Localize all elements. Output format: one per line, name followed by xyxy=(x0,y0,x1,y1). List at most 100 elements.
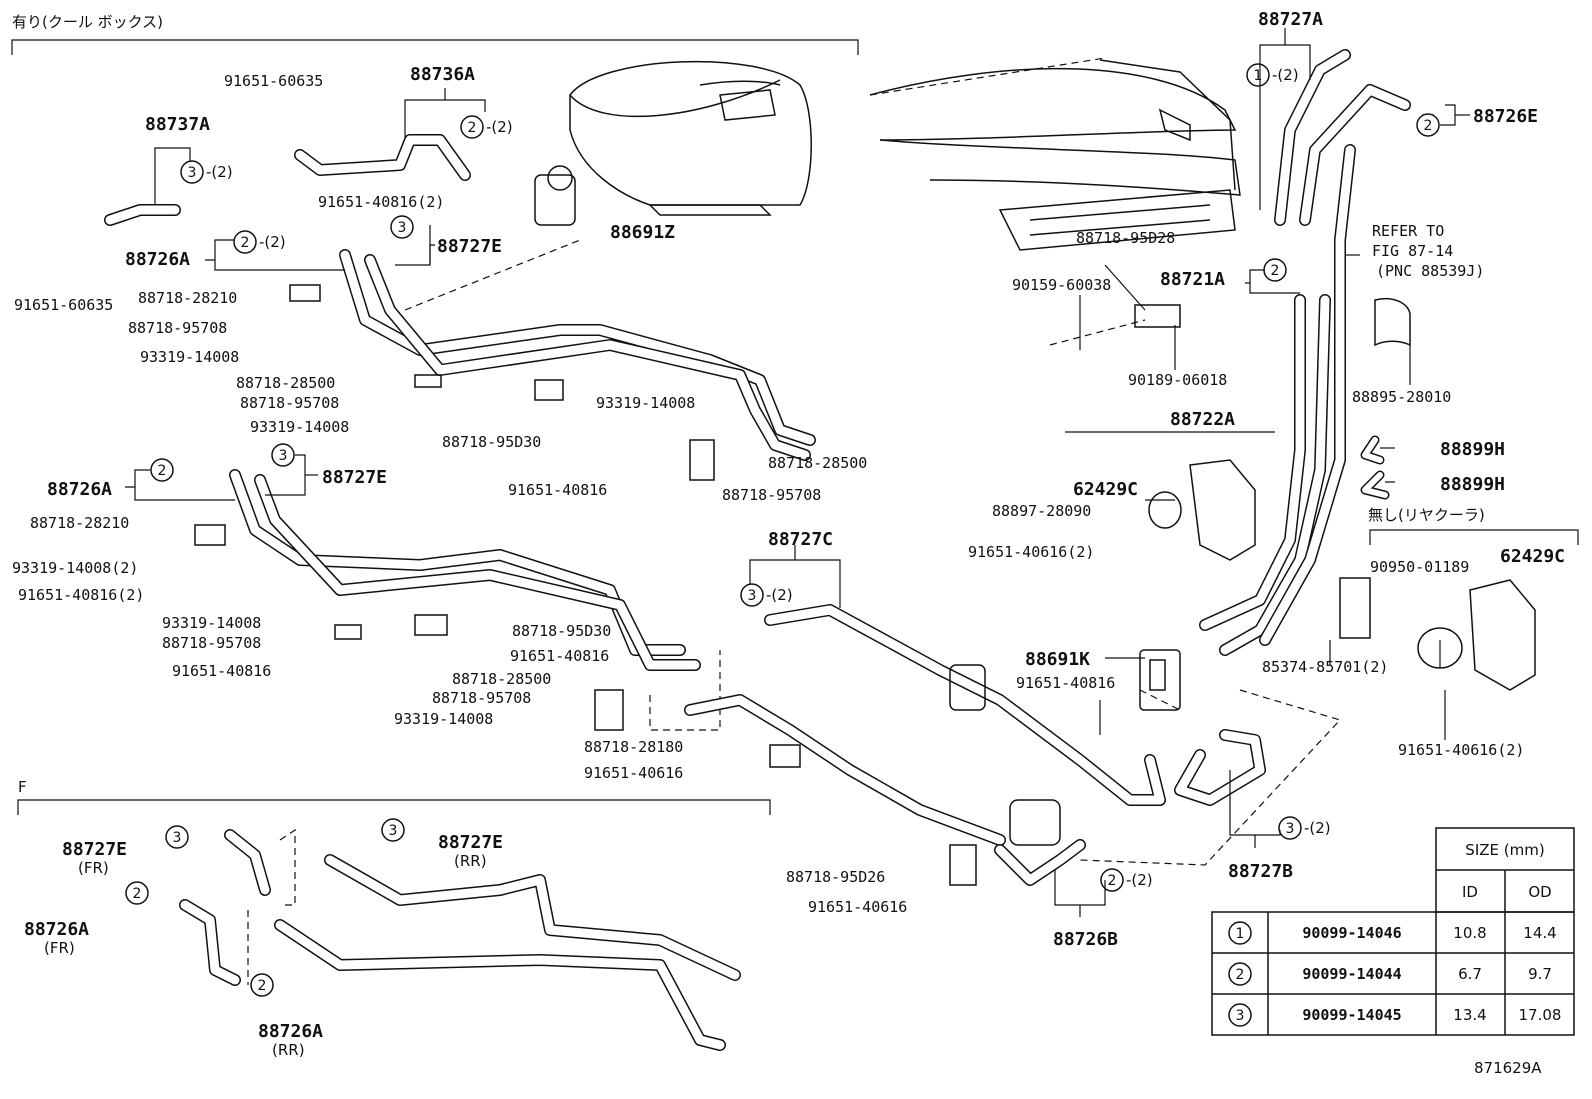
svg-text:93319-14008: 93319-14008 xyxy=(250,418,349,436)
svg-text:2: 2 xyxy=(1108,873,1117,889)
svg-text:88726E: 88726E xyxy=(1473,106,1538,127)
svg-text:88727A: 88727A xyxy=(1258,9,1323,30)
svg-text:-(2): -(2) xyxy=(1304,819,1331,837)
svg-text:91651-40816(2): 91651-40816(2) xyxy=(18,586,144,604)
svg-text:(PNC 88539J): (PNC 88539J) xyxy=(1376,262,1484,280)
svg-text:88727E: 88727E xyxy=(437,236,502,257)
svg-text:88895-28010: 88895-28010 xyxy=(1352,388,1451,406)
svg-text:88899H: 88899H xyxy=(1440,474,1505,495)
svg-text:3: 3 xyxy=(188,165,197,181)
svg-text:88718-95708: 88718-95708 xyxy=(432,689,531,707)
pipe-routing xyxy=(104,49,1411,1051)
svg-text:88718-95708: 88718-95708 xyxy=(128,319,227,337)
svg-text:2: 2 xyxy=(133,886,142,902)
circle-2-h: 2 xyxy=(250,973,274,997)
circle-3-c: 3 xyxy=(271,443,295,467)
section-f-label: F xyxy=(18,778,27,796)
svg-text:93319-14008(2): 93319-14008(2) xyxy=(12,559,138,577)
circle-3-e: 3 xyxy=(1278,816,1302,840)
svg-text:88718-28180: 88718-28180 xyxy=(584,738,683,756)
svg-text:91651-40816: 91651-40816 xyxy=(508,481,607,499)
svg-text:93319-14008: 93319-14008 xyxy=(162,614,261,632)
svg-text:2: 2 xyxy=(468,120,477,136)
svg-text:3: 3 xyxy=(279,448,288,464)
svg-text:91651-40616: 91651-40616 xyxy=(584,764,683,782)
circle-3-f: 3 xyxy=(165,825,189,849)
connection-dash-lines xyxy=(247,239,1342,985)
svg-text:2: 2 xyxy=(258,978,267,994)
circle-3-g: 3 xyxy=(381,818,405,842)
svg-text:REFER TO: REFER TO xyxy=(1372,222,1444,240)
svg-text:13.4: 13.4 xyxy=(1453,1006,1486,1024)
table-row-1: 1 90099-14046 10.8 14.4 xyxy=(1228,921,1557,945)
svg-text:91651-40616: 91651-40616 xyxy=(808,898,907,916)
big-part-labels: 88736A 88737A 88726A 88727E 88691Z 88726… xyxy=(24,9,1565,1059)
svg-text:90159-60038: 90159-60038 xyxy=(1012,276,1111,294)
svg-text:3: 3 xyxy=(748,588,757,604)
svg-text:88726B: 88726B xyxy=(1053,929,1118,950)
cool-box-bracket: 有り(クール ボックス) xyxy=(11,13,859,55)
svg-text:88718-95708: 88718-95708 xyxy=(162,634,261,652)
svg-text:(RR): (RR) xyxy=(272,1041,305,1059)
svg-text:(FR): (FR) xyxy=(44,939,75,957)
svg-text:88737A: 88737A xyxy=(145,114,210,135)
svg-text:88736A: 88736A xyxy=(410,64,475,85)
svg-text:88718-28500: 88718-28500 xyxy=(236,374,335,392)
svg-text:90099-14046: 90099-14046 xyxy=(1302,924,1401,942)
table-row-3: 3 90099-14045 13.4 17.08 xyxy=(1228,1003,1562,1027)
svg-text:88727E: 88727E xyxy=(322,467,387,488)
svg-text:88727E: 88727E xyxy=(438,832,503,853)
svg-text:88726A: 88726A xyxy=(24,919,89,940)
table-row-2: 2 90099-14044 6.7 9.7 xyxy=(1228,962,1552,986)
svg-text:90950-01189: 90950-01189 xyxy=(1370,558,1469,576)
svg-text:93319-14008: 93319-14008 xyxy=(596,394,695,412)
svg-text:-(2): -(2) xyxy=(1272,66,1299,84)
svg-text:91651-40816: 91651-40816 xyxy=(1016,674,1115,692)
svg-text:9.7: 9.7 xyxy=(1528,965,1552,983)
svg-text:88727C: 88727C xyxy=(768,529,833,550)
svg-text:88718-28500: 88718-28500 xyxy=(768,454,867,472)
svg-text:90099-14044: 90099-14044 xyxy=(1302,965,1401,983)
svg-text:2: 2 xyxy=(1271,263,1280,279)
svg-text:88727E: 88727E xyxy=(62,839,127,860)
svg-text:3: 3 xyxy=(389,823,398,839)
svg-text:91651-60635: 91651-60635 xyxy=(224,72,323,90)
svg-text:88691Z: 88691Z xyxy=(610,222,675,243)
svg-text:3: 3 xyxy=(173,830,182,846)
circle-2-d: 2 xyxy=(1100,868,1124,892)
svg-text:91651-40816: 91651-40816 xyxy=(510,647,609,665)
section-no-rear-cooler-label: 無し(リヤクーラ) xyxy=(1368,506,1485,524)
svg-text:91651-40616(2): 91651-40616(2) xyxy=(1398,741,1524,759)
svg-text:14.4: 14.4 xyxy=(1523,924,1556,942)
svg-text:88718-95D26: 88718-95D26 xyxy=(786,868,885,886)
svg-text:91651-60635: 91651-60635 xyxy=(14,296,113,314)
svg-text:-(2): -(2) xyxy=(766,586,793,604)
svg-text:88718-28500: 88718-28500 xyxy=(452,670,551,688)
svg-text:2: 2 xyxy=(158,463,167,479)
svg-text:91651-40816(2): 91651-40816(2) xyxy=(318,193,444,211)
svg-text:88722A: 88722A xyxy=(1170,409,1235,430)
circle-markers: 3 2 3 2 3 2 3 2 3 1 2 2 3 3 2 2 xyxy=(125,63,1440,997)
svg-text:(RR): (RR) xyxy=(454,852,487,870)
table-header-od: OD xyxy=(1528,883,1551,901)
svg-text:FIG 87-14: FIG 87-14 xyxy=(1372,242,1453,260)
circle-2-b: 2 xyxy=(233,230,257,254)
svg-text:17.08: 17.08 xyxy=(1519,1006,1562,1024)
leader-lines xyxy=(125,28,1470,917)
circle-2-c: 2 xyxy=(150,458,174,482)
section-cool-box-label: 有り(クール ボックス) xyxy=(12,13,163,31)
circle-2-g: 2 xyxy=(125,881,149,905)
svg-text:88718-95D30: 88718-95D30 xyxy=(442,433,541,451)
svg-text:6.7: 6.7 xyxy=(1458,965,1482,983)
svg-text:90099-14045: 90099-14045 xyxy=(1302,1006,1401,1024)
svg-text:-(2): -(2) xyxy=(259,233,286,251)
refer-note: REFER TO FIG 87-14 (PNC 88539J) xyxy=(1372,222,1484,280)
svg-text:88718-28210: 88718-28210 xyxy=(138,289,237,307)
svg-text:88897-28090: 88897-28090 xyxy=(992,502,1091,520)
no-rear-cooler-bracket: 無し(リヤクーラ) xyxy=(1368,506,1579,545)
vehicle-body-outline xyxy=(869,57,1241,251)
size-table: SIZE (mm) ID OD 1 90099-14046 10.8 14.4 … xyxy=(1211,827,1575,1036)
circle-1-a: 1 xyxy=(1246,63,1270,87)
svg-text:93319-14008: 93319-14008 xyxy=(140,348,239,366)
qty-markers: -(2) -(2) -(2) -(2) -(2) -(2) -(2) xyxy=(206,66,1331,889)
